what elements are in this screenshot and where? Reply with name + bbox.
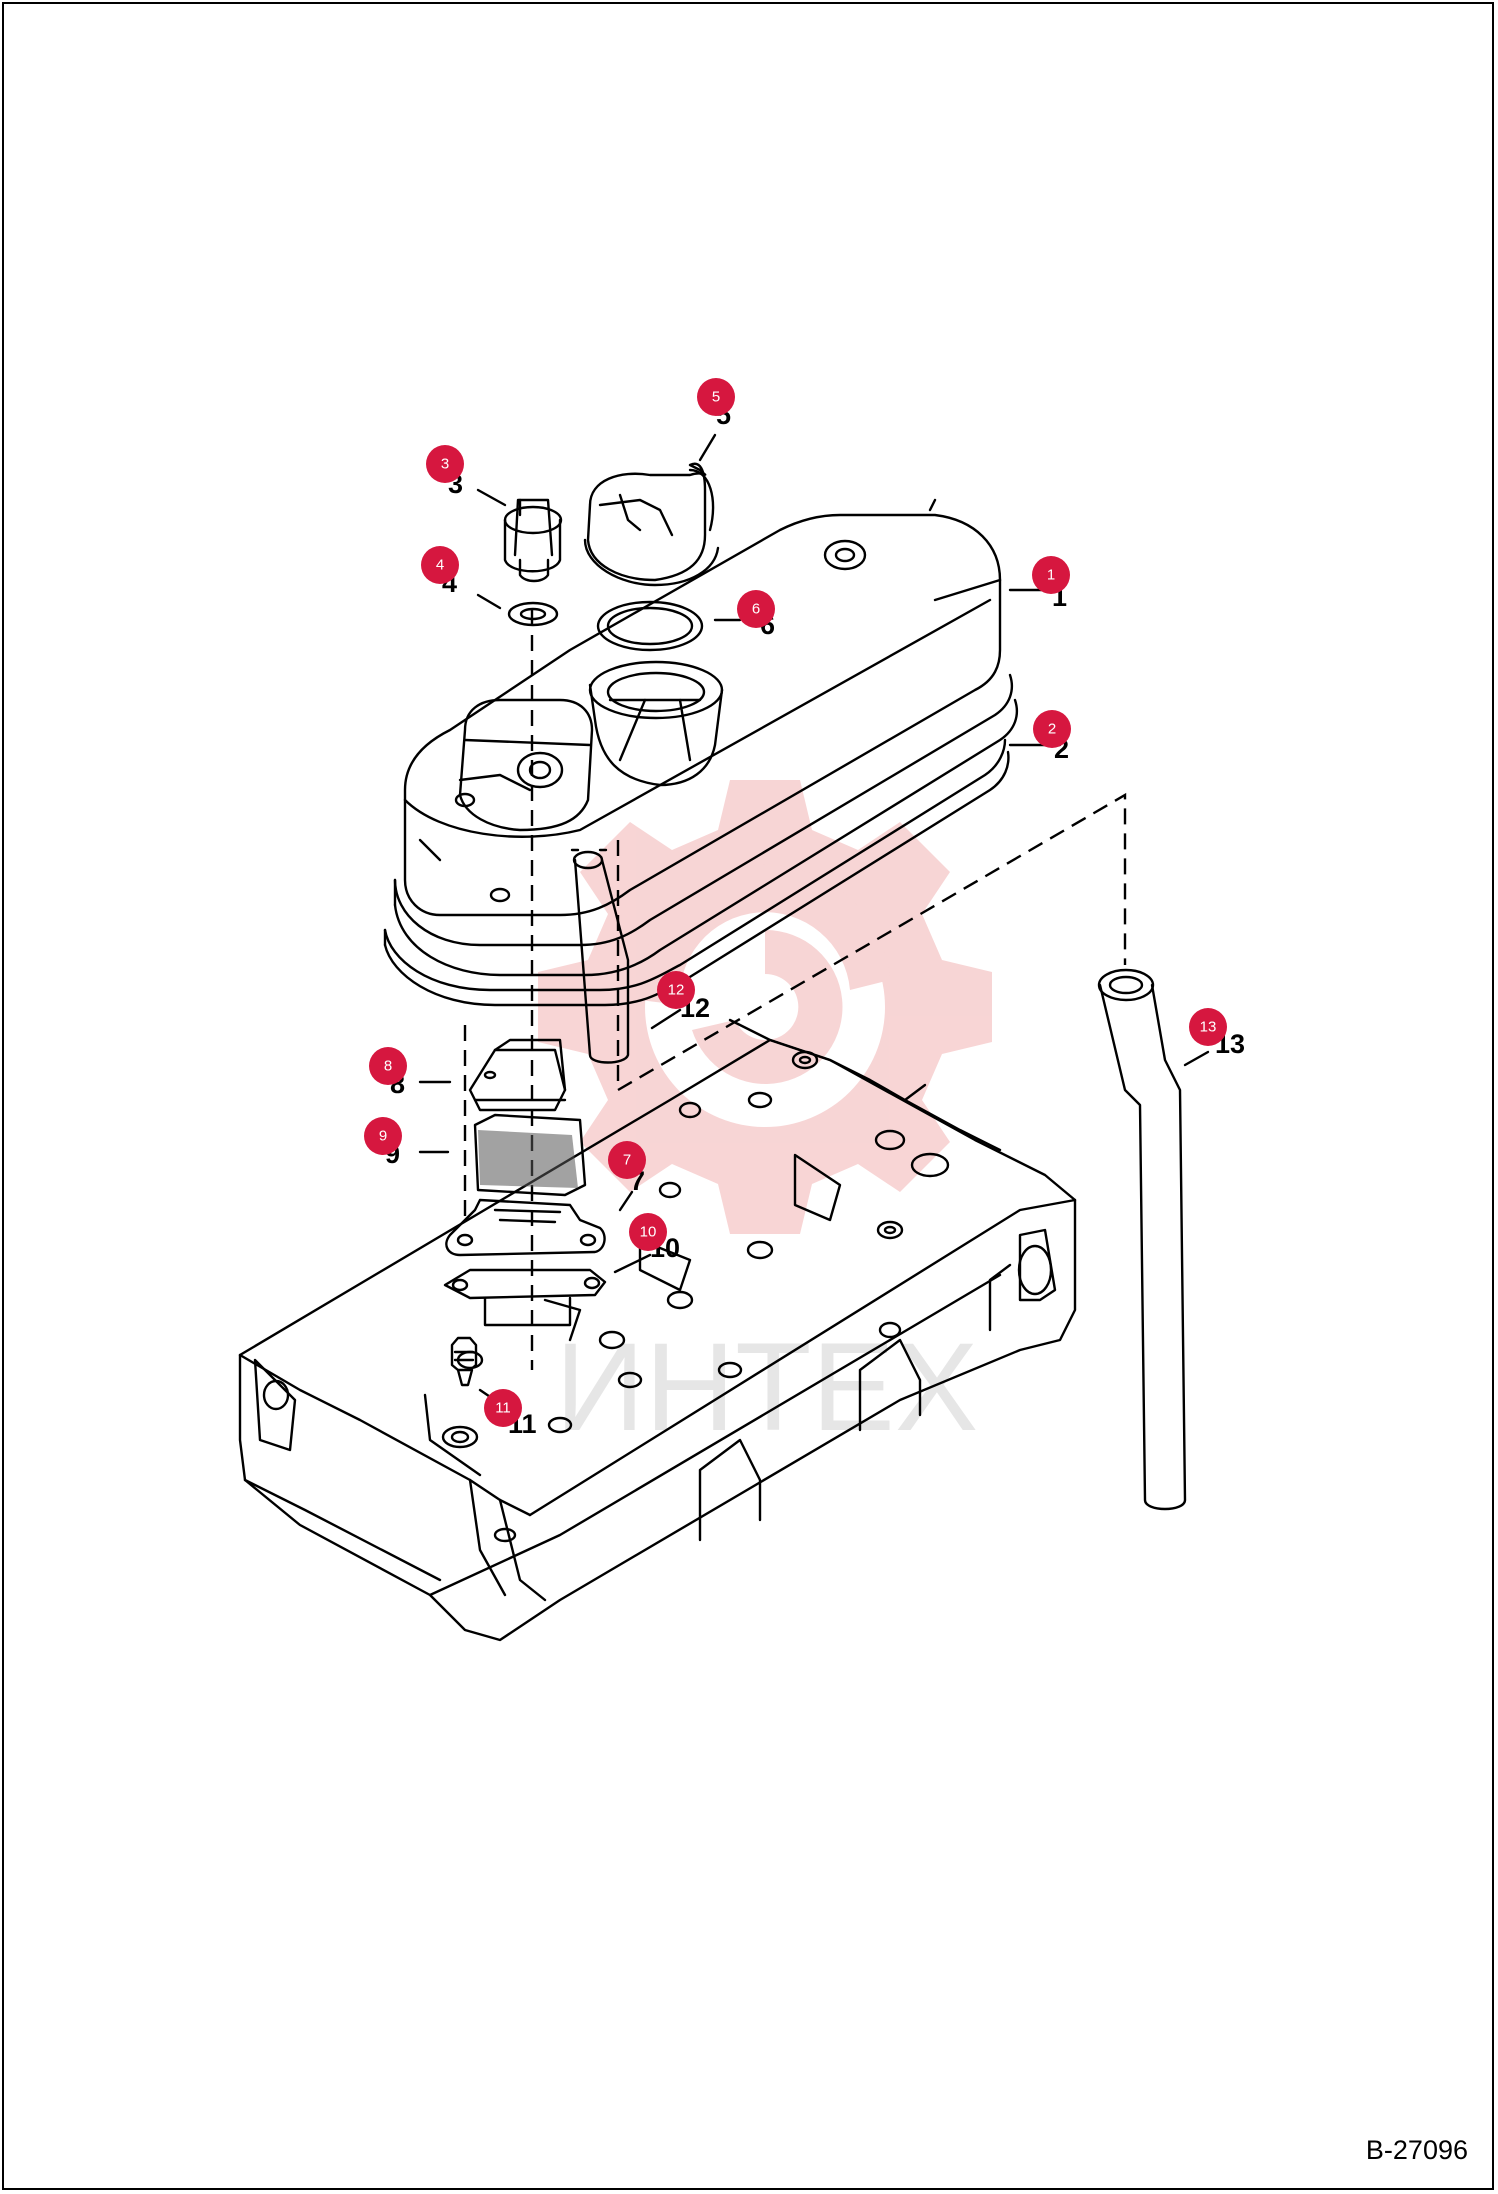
callout-badge-6[interactable]: 6 — [737, 590, 775, 628]
svg-text:4: 4 — [436, 557, 444, 574]
callout-badge-2[interactable]: 2 — [1033, 710, 1071, 748]
svg-text:10: 10 — [640, 1224, 657, 1241]
callout-badge-5[interactable]: 5 — [697, 378, 735, 416]
figure-id-label: B-27096 — [1365, 2135, 1468, 2165]
callout-badge-7[interactable]: 7 — [608, 1141, 646, 1179]
oil-hose — [1097, 968, 1187, 1511]
svg-text:13: 13 — [1200, 1019, 1217, 1036]
watermark-gear-icon — [538, 780, 992, 1234]
svg-text:11: 11 — [495, 1400, 511, 1417]
o-ring — [596, 600, 704, 652]
washer — [507, 601, 559, 627]
svg-text:7: 7 — [623, 1152, 631, 1169]
valve-cover — [393, 498, 1019, 977]
callout-badges: 1 2 3 4 5 6 7 8 9 10 11 12 13 — [364, 378, 1227, 1427]
svg-text:6: 6 — [752, 601, 760, 618]
oil-filler-cap — [583, 462, 720, 587]
breather-gasket — [443, 1268, 607, 1327]
breather-case — [445, 1198, 606, 1257]
watermark-text: ИНТЕХ — [555, 1318, 978, 1457]
svg-text:8: 8 — [384, 1058, 392, 1075]
callout-badge-1[interactable]: 1 — [1032, 556, 1070, 594]
valve-cover-gasket — [383, 738, 1010, 1007]
callout-badge-12[interactable]: 12 — [657, 971, 695, 1009]
svg-text:12: 12 — [668, 982, 685, 999]
cylinder-head — [238, 1018, 1077, 1642]
callout-badge-9[interactable]: 9 — [364, 1117, 402, 1155]
svg-text:5: 5 — [712, 389, 720, 406]
svg-text:1: 1 — [1047, 567, 1055, 584]
breather-bolt — [450, 1336, 478, 1387]
callout-badge-10[interactable]: 10 — [629, 1213, 667, 1251]
breather-hose — [570, 848, 630, 1064]
callout-badge-3[interactable]: 3 — [426, 445, 464, 483]
svg-text:2: 2 — [1048, 721, 1056, 738]
callout-badge-11[interactable]: 11 — [484, 1389, 522, 1427]
callout-badge-4[interactable]: 4 — [421, 546, 459, 584]
breather-cover — [468, 1038, 567, 1112]
callout-badge-8[interactable]: 8 — [369, 1047, 407, 1085]
svg-text:3: 3 — [441, 456, 449, 473]
svg-text:9: 9 — [379, 1128, 387, 1145]
filter-element — [473, 1113, 587, 1197]
callout-badge-13[interactable]: 13 — [1189, 1008, 1227, 1046]
cap-nut — [503, 498, 563, 583]
